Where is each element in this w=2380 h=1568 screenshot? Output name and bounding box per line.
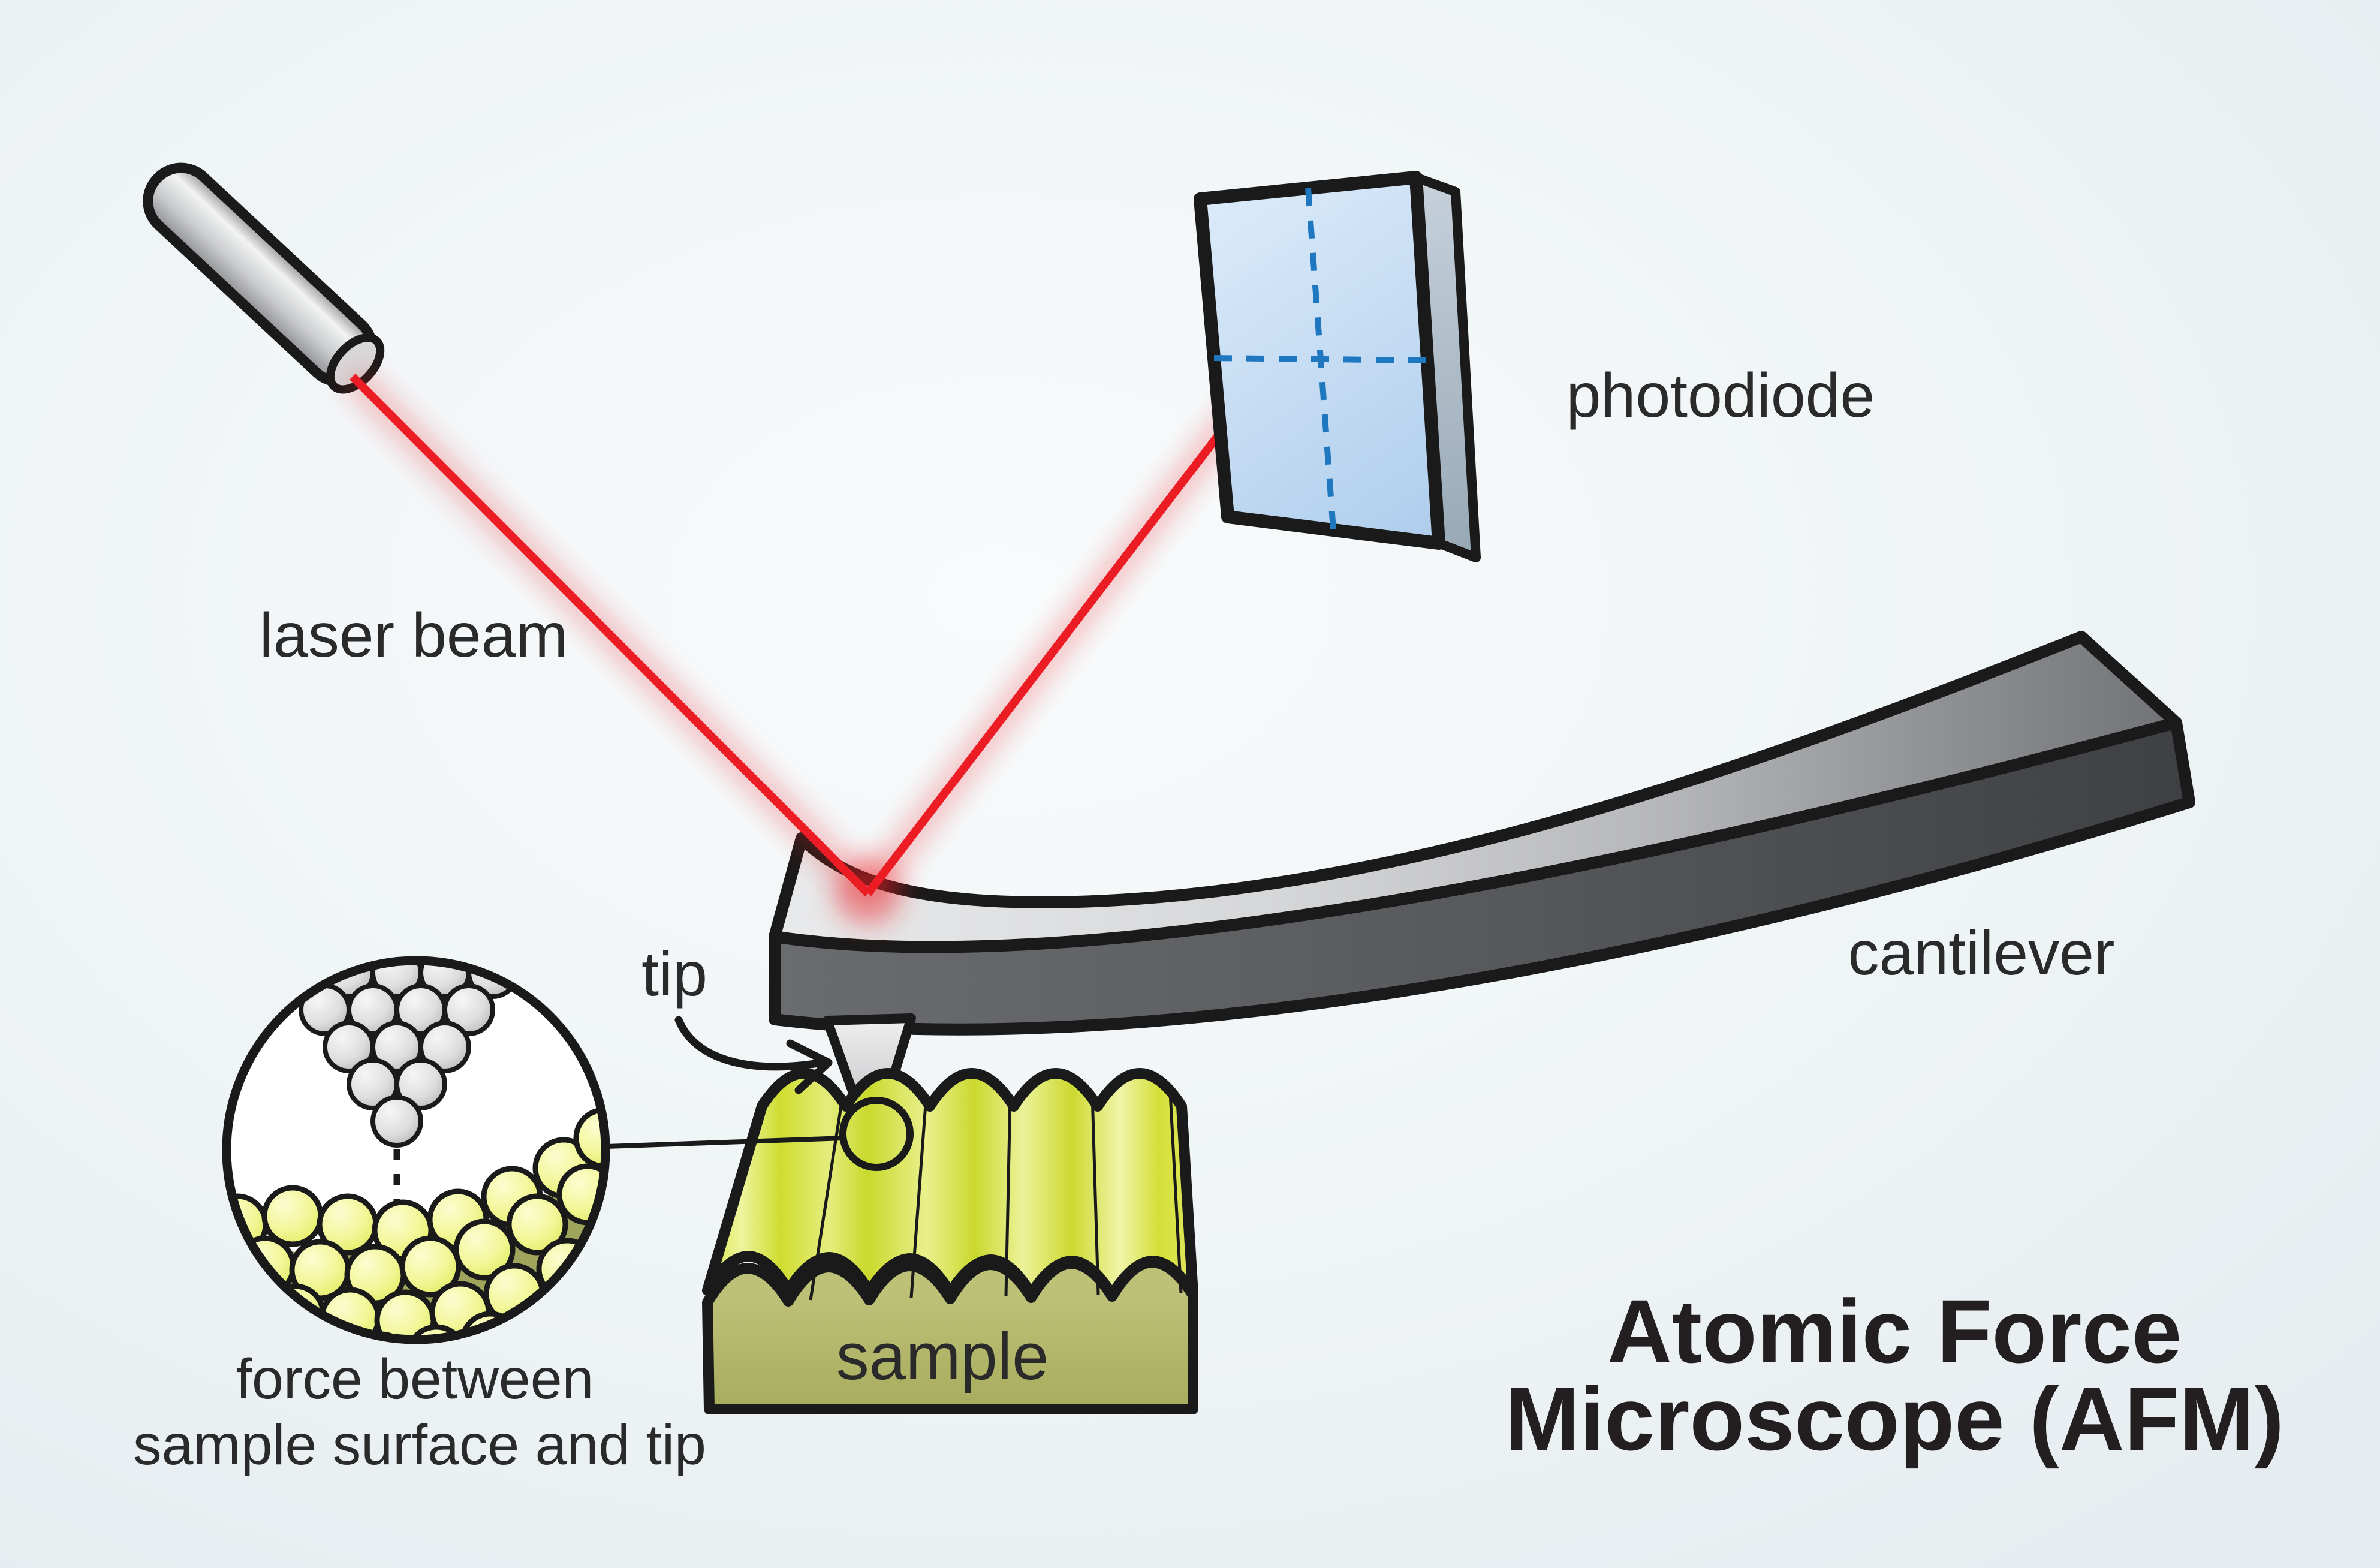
sample-ridge-lines: [809, 1092, 1183, 1301]
photodiode-crosshair: [1213, 188, 1428, 531]
diagram-title-line1: Atomic Force: [1607, 1281, 2182, 1382]
inset-caption-line2: sample surface and tip: [133, 1413, 706, 1477]
diagram-title-line2: Microscope (AFM): [1505, 1368, 2284, 1469]
tip-label: tip: [641, 940, 707, 1009]
sample-label: sample: [836, 1320, 1049, 1394]
cantilever: [769, 631, 2195, 1036]
tip-arrow: [674, 1016, 833, 1094]
laser-beam-label: laser beam: [260, 601, 568, 670]
cantilever-label: cantilever: [1848, 919, 2114, 988]
inset-caption-line1: force between: [236, 1347, 594, 1411]
inset-circle-outline: [222, 956, 610, 1344]
contact-zoom-circle: [839, 1097, 914, 1171]
sample-block: sample: [702, 1068, 1198, 1414]
cantilever-top-face: [769, 631, 2182, 953]
photodiode-label: photodiode: [1566, 361, 1875, 431]
sample-top-face: [702, 1068, 1198, 1301]
inset-connector-line: [606, 1136, 845, 1149]
photodiode-panel: [1194, 171, 1481, 562]
